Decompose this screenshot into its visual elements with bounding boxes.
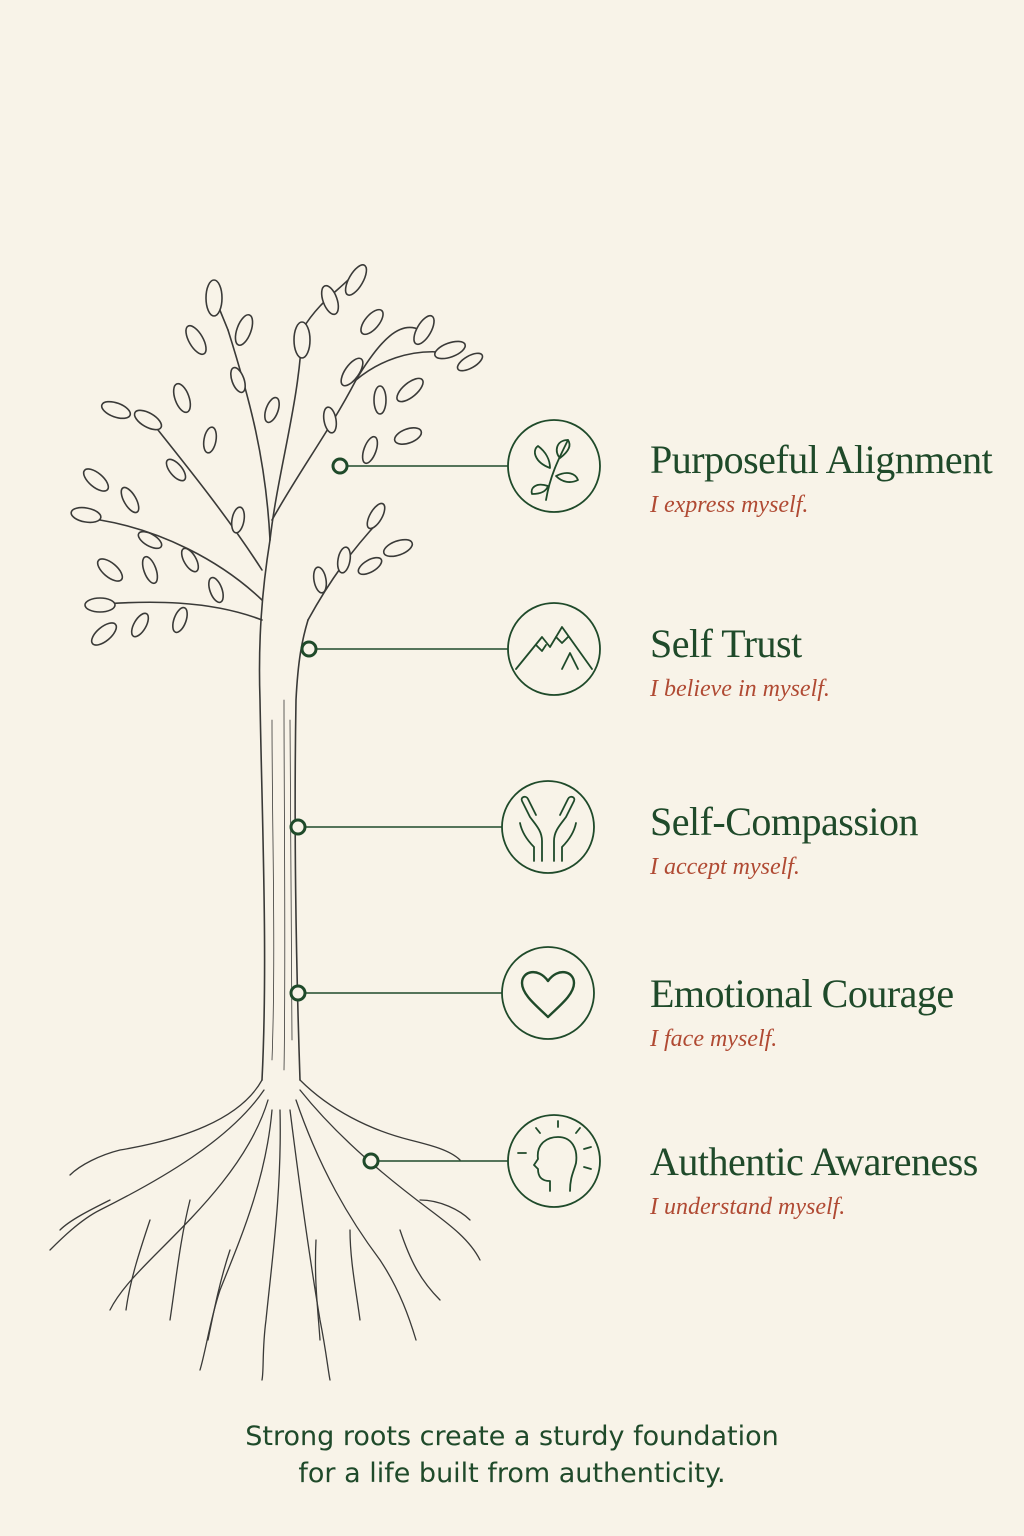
pillar-title: Purposeful Alignment	[650, 437, 993, 482]
pillar-affirmation: I accept myself.	[650, 854, 800, 880]
tree-trunk	[258, 539, 271, 1081]
pillar-affirmation: I understand myself.	[650, 1194, 846, 1220]
connector-dot	[362, 1152, 380, 1170]
connector-dot	[331, 457, 349, 475]
connector-group	[289, 457, 508, 1170]
tree-branch	[271, 379, 357, 521]
caption-line-2: for a life built from authenticity.	[298, 1458, 726, 1489]
connector-dot	[289, 984, 307, 1002]
tree-branch	[149, 419, 263, 571]
pillar-label: Self-Compassion I accept myself.	[650, 798, 919, 882]
tree-branch	[227, 329, 271, 541]
connector-dot	[289, 818, 307, 836]
pillar-title: Authentic Awareness	[650, 1139, 978, 1184]
tree-roots	[49, 1079, 481, 1381]
pillar-label: Self Trust I believe in myself.	[650, 620, 830, 704]
tree-branch	[269, 329, 303, 541]
connector-dot	[300, 640, 318, 658]
tree-branch	[355, 350, 441, 381]
tree-illustration	[49, 264, 484, 1381]
pillar-label: Purposeful Alignment I express myself.	[650, 436, 993, 520]
pillar-title: Self-Compassion	[650, 799, 919, 844]
caption: Strong roots create a sturdy foundation …	[0, 1418, 1024, 1492]
tree-leaves	[70, 264, 484, 646]
sprout-icon	[507, 419, 601, 513]
pillar-label: Emotional Courage I face myself.	[650, 970, 954, 1054]
tree-trunk	[294, 619, 309, 1081]
pillar-title: Emotional Courage	[650, 971, 954, 1016]
pillar-affirmation: I express myself.	[650, 492, 809, 518]
mountain-icon	[507, 602, 601, 696]
tree-branch	[355, 326, 421, 381]
heart-icon	[501, 946, 595, 1040]
caption-line-1: Strong roots create a sturdy foundation	[245, 1421, 779, 1452]
pillar-affirmation: I believe in myself.	[650, 676, 830, 702]
pillar-affirmation: I face myself.	[650, 1026, 778, 1052]
head-glow-icon	[507, 1114, 601, 1208]
pillar-title: Self Trust	[650, 621, 802, 666]
icon-group	[501, 419, 601, 1208]
pillar-label: Authentic Awareness I understand myself.	[650, 1138, 978, 1222]
open-hands-icon	[501, 780, 595, 874]
